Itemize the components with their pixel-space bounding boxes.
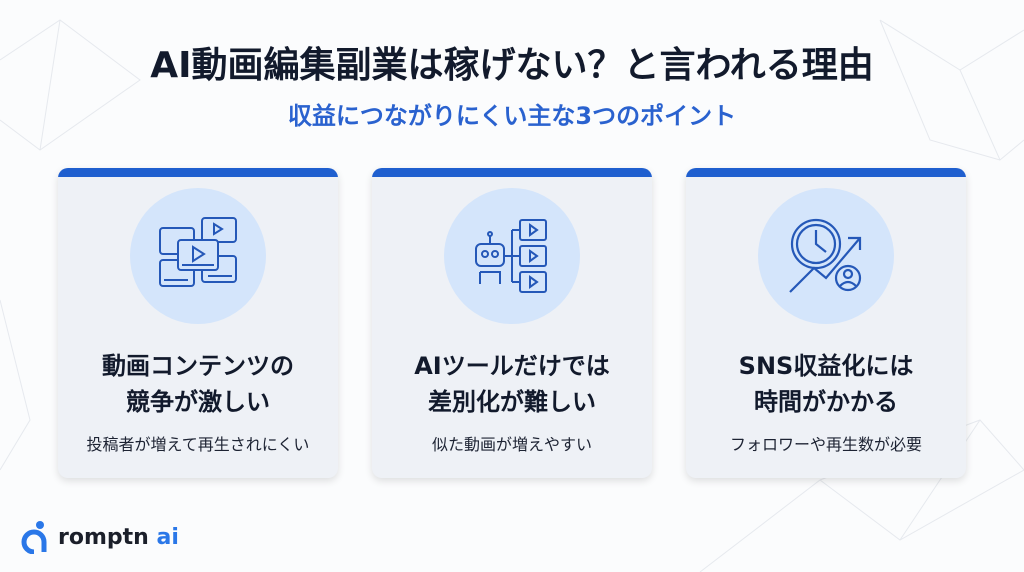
- video-grid-icon: [130, 188, 266, 324]
- card-accent-bar: [58, 168, 338, 177]
- card-title-line1: SNS収益化には: [738, 352, 914, 380]
- reason-card-time: SNS収益化には時間がかかる フォロワーや再生数が必要: [686, 168, 966, 478]
- card-accent-bar: [372, 168, 652, 177]
- logo-name: romptn: [58, 524, 149, 550]
- logo-mark-icon: [21, 521, 47, 554]
- card-title-line2: 競争が激しい: [126, 388, 270, 416]
- card-title-line2: 差別化が難しい: [428, 388, 596, 416]
- card-description: フォロワーや再生数が必要: [729, 435, 922, 454]
- logo-suffix: ai: [148, 524, 179, 550]
- card-title-line1: 動画コンテンツの: [102, 352, 294, 380]
- card-accent-bar: [686, 168, 966, 177]
- clock-growth-icon: [758, 188, 894, 324]
- card-title-line1: AIツールだけでは: [414, 352, 610, 380]
- page-subtitle: 収益につながりにくい主な3つのポイント: [287, 102, 737, 130]
- page-title: AI動画編集副業は稼げない？と言われる理由: [150, 45, 874, 86]
- romptn-ai-logo: romptn ai: [20, 520, 179, 554]
- reason-card-differentiation: AIツールだけでは差別化が難しい 似た動画が増えやすい: [372, 168, 652, 478]
- card-title-line2: 時間がかかる: [754, 388, 898, 416]
- reason-card-competition: 動画コンテンツの競争が激しい 投稿者が増えて再生されにくい: [58, 168, 338, 478]
- robot-video-icon: [444, 188, 580, 324]
- card-description: 似た動画が増えやすい: [431, 435, 592, 454]
- card-description: 投稿者が増えて再生されにくい: [86, 435, 310, 454]
